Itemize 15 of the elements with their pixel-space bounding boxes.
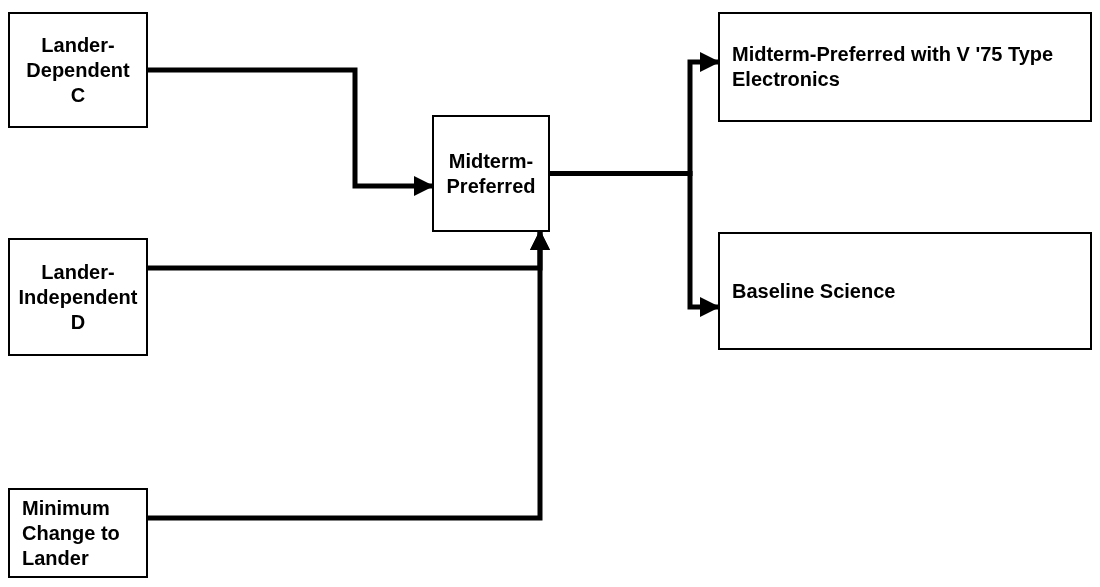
box-label: Midterm- Preferred (446, 148, 536, 199)
box-label: Lander- Independent D (18, 259, 138, 335)
process-box (432, 115, 550, 232)
box-label: Midterm-Preferred with V '75 Type Electronics (732, 42, 1055, 92)
box-label: Lander- Dependent C (25, 32, 131, 108)
box-label: Baseline Science (732, 278, 896, 304)
process-box (718, 232, 1092, 350)
process-box (8, 12, 148, 128)
process-box (718, 12, 1092, 122)
arrow (148, 230, 550, 521)
box-label: Minimum Change to Lander (22, 495, 121, 571)
process-box (8, 488, 148, 578)
arrow (550, 171, 720, 317)
arrow (148, 67, 434, 196)
process-box (8, 238, 148, 356)
